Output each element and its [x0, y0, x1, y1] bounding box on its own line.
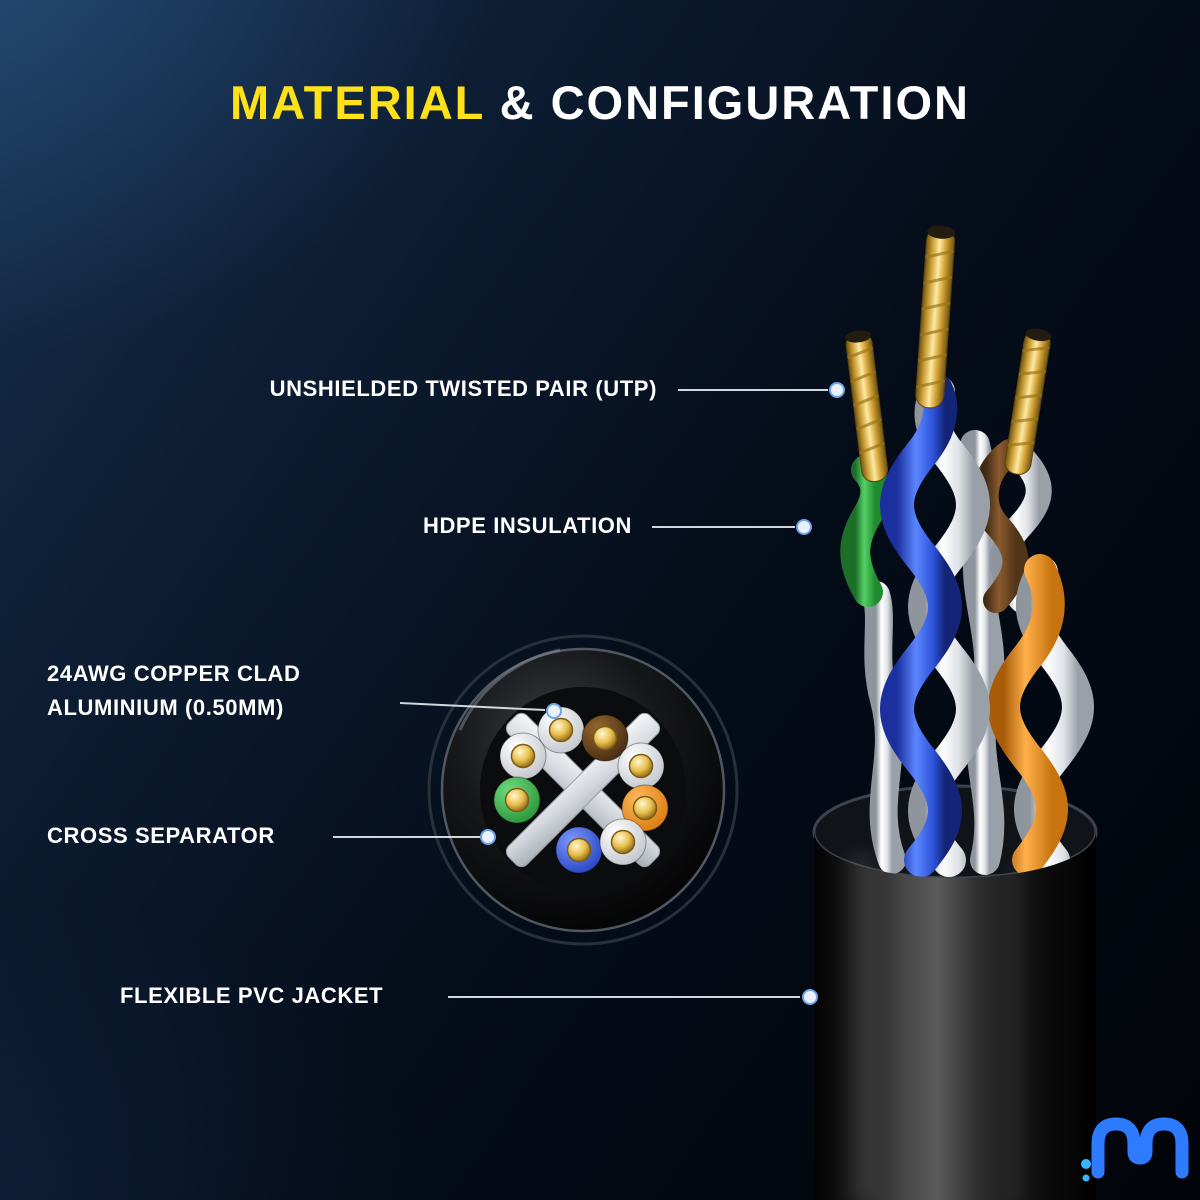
brand-wave-logo	[1081, 1117, 1189, 1182]
cs-wire-white-top	[537, 706, 585, 754]
callout-label-awg-line2: ALUMINIUM (0.50MM)	[47, 695, 284, 720]
cable-cross-section-diagram	[427, 634, 739, 946]
pvc-jacket	[814, 832, 1096, 1200]
callout-dot-cross	[480, 829, 496, 845]
wire-blue	[880, 373, 962, 877]
cross-section-wires	[493, 706, 669, 874]
page-title-highlight: MATERIAL	[230, 76, 485, 130]
callout-label-awg-line1: 24AWG COPPER CLAD	[47, 661, 301, 686]
leader-line-awg	[399, 702, 546, 711]
wire-orange	[988, 554, 1068, 876]
callout-label-utp: UNSHIELDED TWISTED PAIR (UTP)	[269, 376, 657, 401]
cs-wire-orange	[621, 784, 669, 832]
callout-dot-pvc	[802, 989, 818, 1005]
cs-wire-white-bottom	[599, 818, 647, 866]
cs-wire-blue	[555, 826, 603, 874]
callout-label-hdpe: HDPE INSULATION	[422, 513, 632, 538]
cross-section-rim-highlight	[458, 648, 561, 731]
jacket-gloss	[848, 852, 876, 1200]
cs-wire-brown	[581, 714, 629, 762]
gold-conductor-middle	[915, 225, 956, 409]
callout-dot-awg	[546, 703, 562, 719]
gold-conductor-right	[1004, 328, 1052, 475]
callout-dots	[480, 382, 845, 1005]
logo-dot-small	[1082, 1174, 1090, 1182]
cross-section-outline-ring	[427, 634, 739, 946]
cs-wire-white-right	[617, 742, 665, 790]
callout-dot-utp	[829, 382, 845, 398]
leader-lines	[333, 389, 828, 998]
callout-label-awg: 24AWG COPPER CLAD ALUMINIUM (0.50MM)	[47, 661, 300, 721]
cs-wire-white-left	[499, 732, 547, 780]
logo-dot-large	[1081, 1159, 1091, 1169]
callout-label-cross: CROSS SEPARATOR	[47, 823, 275, 848]
gold-conductor-left	[845, 330, 889, 483]
cable-3d-render	[812, 225, 1098, 1200]
jacket-gloss-2	[1008, 860, 1022, 1200]
callout-dot-hdpe	[796, 519, 812, 535]
wire-green	[840, 455, 891, 607]
callout-label-pvc: FLEXIBLE PVC JACKET	[120, 983, 384, 1008]
blue-pair	[880, 373, 990, 877]
page-title-rest: & CONFIGURATION	[484, 76, 970, 130]
wire-brown	[972, 439, 1029, 613]
page-title: MATERIAL & CONFIGURATION	[0, 75, 1200, 130]
logo-wave-shape	[1091, 1117, 1189, 1179]
cs-wire-green	[493, 776, 541, 824]
